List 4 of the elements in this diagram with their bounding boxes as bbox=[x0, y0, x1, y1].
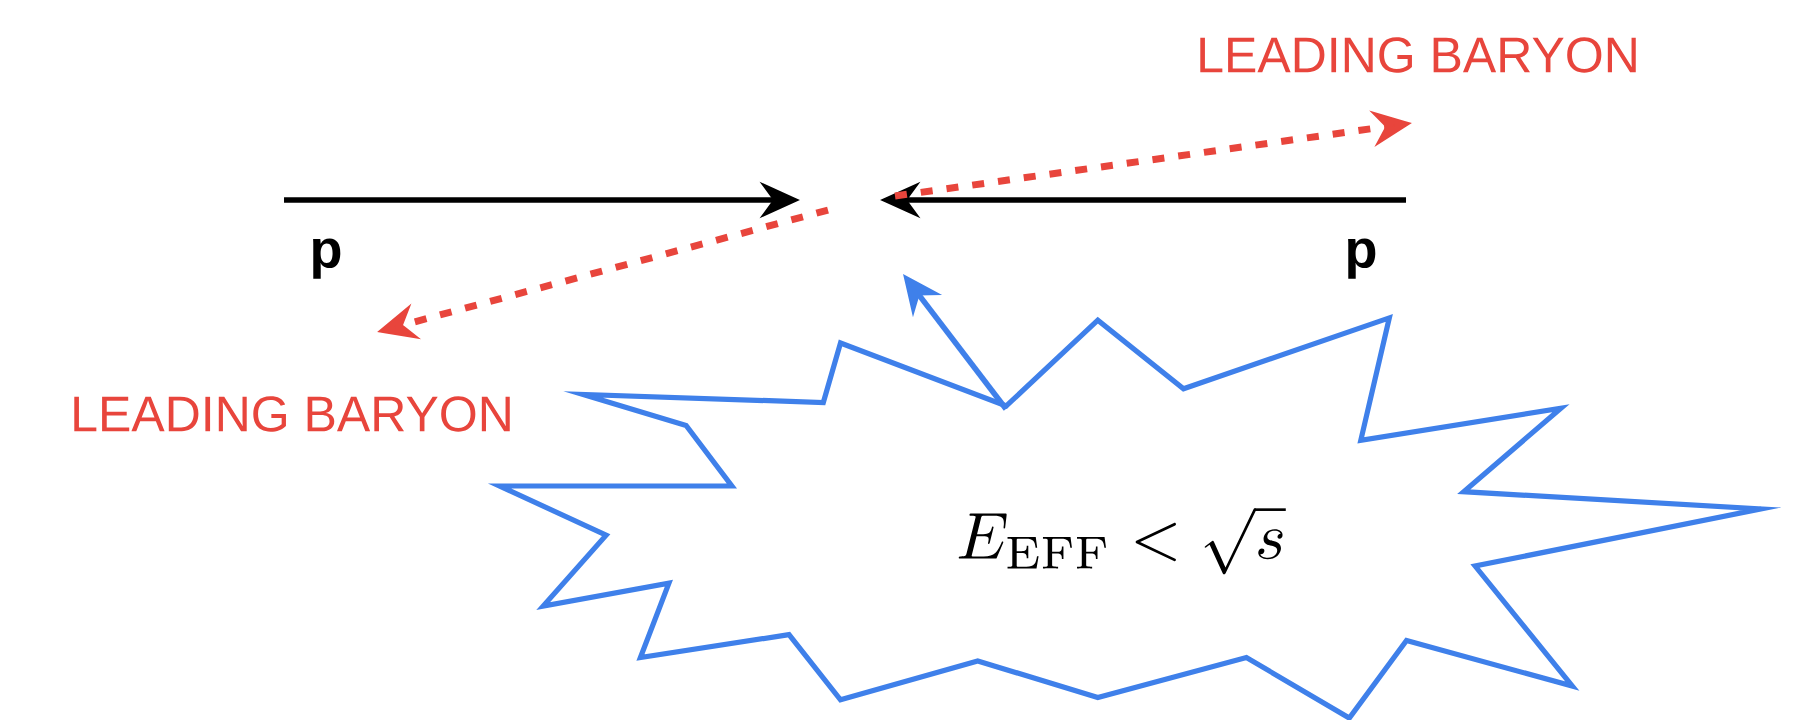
proton-label: p bbox=[313, 238, 341, 279]
baryon-label: LEADING BARYON bbox=[1200, 37, 1636, 73]
proton-label: p bbox=[1348, 238, 1376, 279]
baryon-label: LEADING BARYON bbox=[74, 396, 510, 432]
